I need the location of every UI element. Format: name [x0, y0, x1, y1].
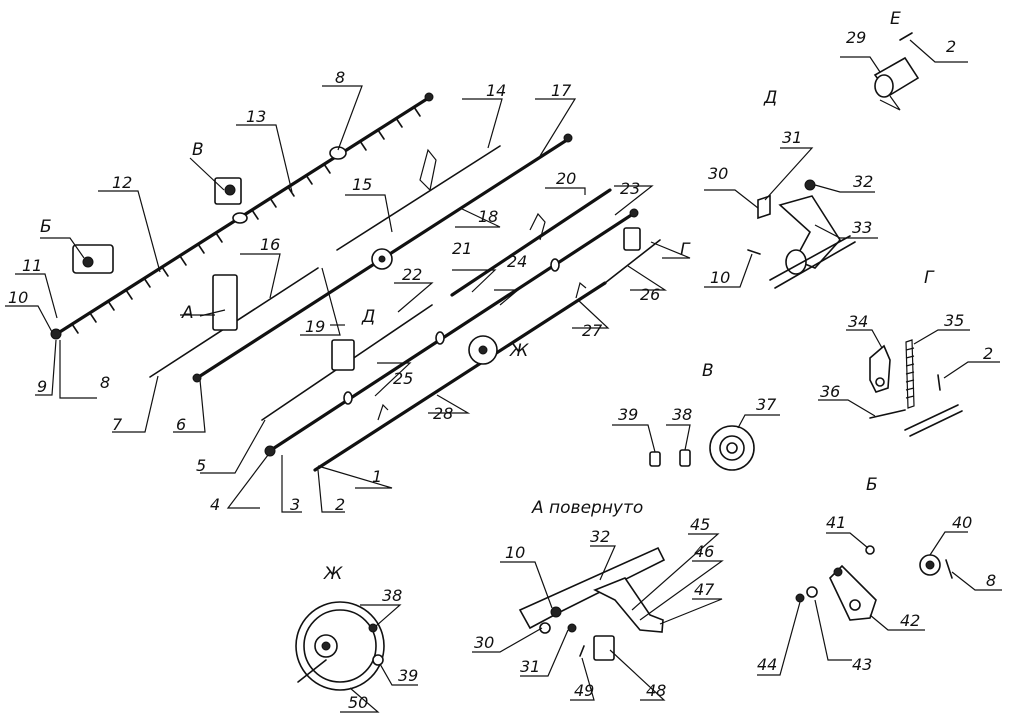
view-label-G-marker: Г [680, 240, 691, 260]
callout-41: 41 [826, 513, 846, 532]
callout-11: 11 [22, 256, 42, 275]
callout-18: 18 [478, 207, 498, 226]
callout-14: 14 [486, 81, 506, 100]
callout-42: 42 [900, 611, 920, 630]
callout-36: 36 [820, 382, 840, 401]
callout-43: 43 [852, 655, 872, 674]
callout-2-E: 2 [946, 37, 956, 56]
callout-33: 33 [852, 218, 872, 237]
view-V [612, 414, 780, 471]
callout-35: 35 [944, 311, 964, 330]
callout-3: 3 [290, 495, 300, 514]
callout-29: 29 [846, 28, 866, 47]
view-E [840, 32, 968, 111]
callout-34: 34 [848, 312, 868, 331]
callout-30-A: 30 [474, 633, 494, 652]
callout-10: 10 [8, 288, 28, 307]
view-labels: Б В А Д Ж Г Е Д Г В Б А повернуто Ж [40, 9, 935, 584]
callout-45: 45 [690, 515, 710, 534]
view-title-A-rotated: А повернуто [531, 498, 643, 518]
callout-32-A: 32 [590, 527, 610, 546]
view-label-B: Б [40, 217, 52, 237]
callout-44: 44 [757, 655, 777, 674]
callout-labels: 1 2 3 4 5 6 7 8 8 9 10 11 12 13 14 15 16… [8, 28, 996, 712]
view-title-B: Б [866, 475, 878, 495]
callout-39: 39 [618, 405, 638, 424]
callout-1: 1 [372, 467, 382, 486]
callout-8: 8 [335, 68, 345, 87]
callout-2: 2 [335, 495, 345, 514]
callout-2-G: 2 [983, 344, 993, 363]
callout-19: 19 [305, 317, 325, 336]
callout-8b: 8 [100, 373, 110, 392]
callout-15: 15 [352, 175, 372, 194]
view-title-V: В [702, 361, 714, 381]
callout-27: 27 [582, 321, 603, 340]
callout-25: 25 [393, 369, 413, 388]
callout-48: 48 [646, 681, 666, 700]
view-title-ZH: Ж [323, 564, 343, 584]
view-label-D-marker: Д [361, 307, 375, 327]
tines [71, 106, 421, 334]
callout-17: 17 [551, 81, 572, 100]
callout-4: 4 [210, 495, 220, 514]
view-D [704, 147, 878, 289]
callout-16: 16 [260, 235, 280, 254]
callout-20: 20 [556, 169, 576, 188]
callout-7: 7 [112, 415, 123, 434]
callout-23: 23 [620, 179, 640, 198]
view-ZH [295, 601, 418, 713]
callout-28: 28 [433, 404, 453, 423]
callout-38: 38 [672, 405, 692, 424]
callout-32: 32 [853, 172, 873, 191]
callout-49: 49 [574, 681, 594, 700]
callout-13: 13 [246, 107, 266, 126]
callout-10-A: 10 [505, 543, 525, 562]
callout-22: 22 [402, 265, 422, 284]
view-title-G: Г [924, 268, 935, 288]
callout-6: 6 [176, 415, 186, 434]
callout-10-D: 10 [710, 268, 730, 287]
callout-12: 12 [112, 173, 132, 192]
view-label-ZH-marker: Ж [509, 341, 529, 361]
callout-39-ZH: 39 [398, 666, 418, 685]
view-B [757, 531, 1002, 676]
view-label-V: В [192, 140, 204, 160]
callout-31-A: 31 [520, 657, 540, 676]
callout-31: 31 [782, 128, 802, 147]
callout-30: 30 [708, 164, 728, 183]
view-A-rotated [472, 533, 724, 701]
shaft-assembly [50, 92, 661, 472]
callout-5: 5 [196, 456, 206, 475]
callout-8-B: 8 [986, 571, 996, 590]
callout-38-ZH: 38 [382, 586, 402, 605]
callout-40: 40 [952, 513, 972, 532]
view-title-D: Д [763, 88, 777, 108]
view-G [818, 329, 1000, 437]
view-title-E: Е [890, 9, 901, 29]
main-leaders [5, 85, 691, 513]
callout-47: 47 [694, 580, 715, 599]
view-label-A: А [181, 303, 194, 323]
callout-50: 50 [348, 693, 368, 712]
callout-24: 24 [507, 252, 527, 271]
callout-21: 21 [452, 239, 472, 258]
callout-9: 9 [37, 377, 47, 396]
callout-37: 37 [756, 395, 777, 414]
callout-46: 46 [694, 542, 714, 561]
callout-26: 26 [640, 285, 660, 304]
